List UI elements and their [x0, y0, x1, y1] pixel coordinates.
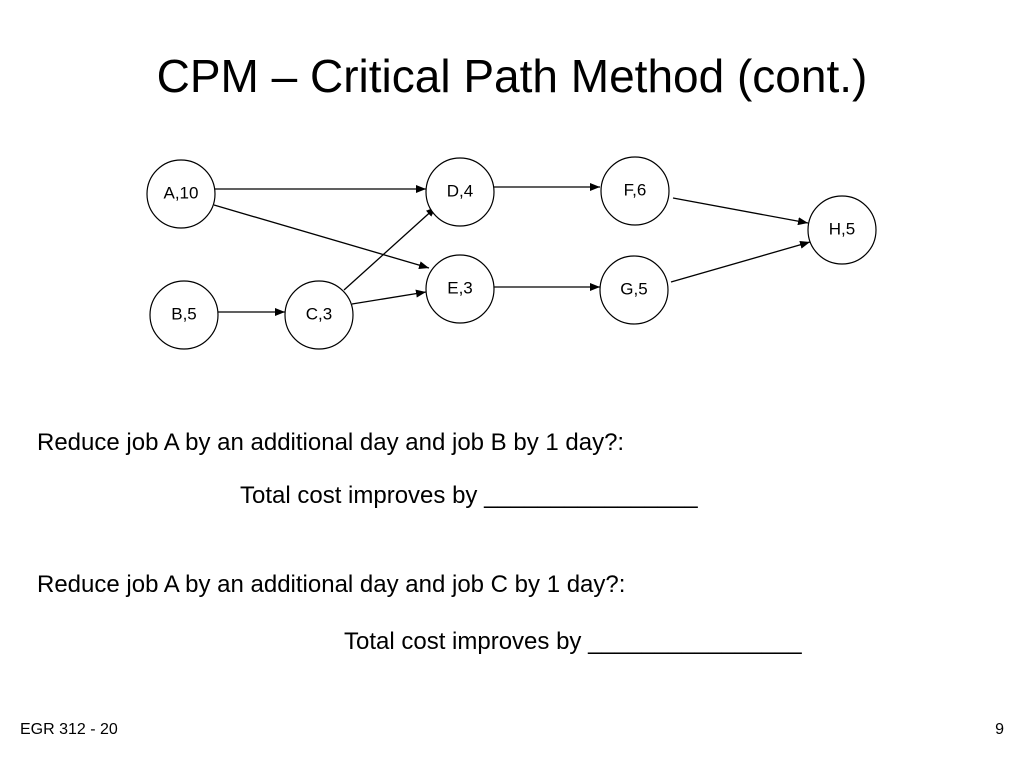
question-1-text: Reduce job A by an additional day and jo…: [37, 429, 625, 456]
question-2-text: Reduce job A by an additional day and jo…: [37, 571, 626, 598]
node-d-label: D,4: [447, 181, 473, 200]
node-f-label: F,6: [624, 180, 647, 199]
node-b: B,5: [149, 280, 219, 350]
edge-f-to-h: [672, 197, 809, 226]
edge-c-to-d: [343, 206, 437, 291]
footer-course-label: EGR 312 - 20: [20, 721, 118, 738]
cpm-network-diagram: A,10 B,5 C,3 D,4 E,3 F,6 G,5 H,5: [146, 156, 877, 350]
node-c-label: C,3: [306, 304, 332, 323]
node-g-label: G,5: [620, 279, 647, 298]
node-c: C,3: [284, 280, 354, 350]
node-a-label: A,10: [164, 183, 199, 202]
edge-a-to-e: [213, 204, 430, 270]
question-1-answer: Total cost improves by ________________: [240, 482, 698, 509]
page-number: 9: [995, 721, 1004, 738]
node-h: H,5: [807, 195, 877, 265]
node-a: A,10: [146, 159, 216, 229]
edge-c-to-e: [351, 289, 427, 305]
node-h-label: H,5: [829, 219, 855, 238]
slide-title: CPM – Critical Path Method (cont.): [156, 50, 868, 102]
edge-g-to-h: [670, 240, 811, 283]
node-e: E,3: [425, 254, 495, 324]
node-e-label: E,3: [447, 278, 473, 297]
node-b-label: B,5: [171, 304, 197, 323]
node-g: G,5: [599, 255, 669, 325]
question-2-answer: Total cost improves by ________________: [344, 628, 802, 655]
node-f: F,6: [600, 156, 670, 226]
node-d: D,4: [425, 157, 495, 227]
